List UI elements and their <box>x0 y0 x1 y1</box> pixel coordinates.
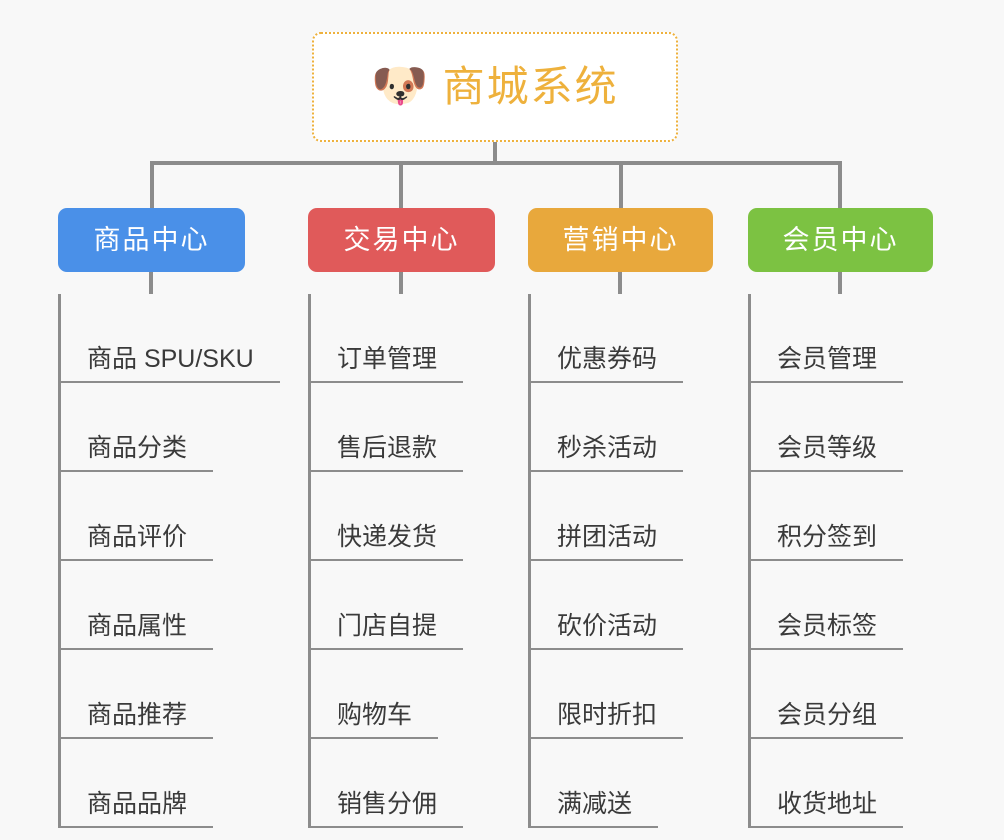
leaf-item-label: 会员标签 <box>777 611 878 640</box>
leaf-item[interactable]: 优惠券码 <box>531 294 713 383</box>
branch-header-label: 交易中心 <box>343 224 460 255</box>
branch-header-label: 会员中心 <box>782 224 899 255</box>
branch-column-交易中心: 交易中心 订单管理 售后退款 快递发货 门店自提 购物车 销售分佣 <box>308 208 495 828</box>
branch-drop-connector-4 <box>838 161 842 209</box>
leaf-item[interactable]: 满减送 <box>531 739 713 828</box>
leaf-item-label: 售后退款 <box>337 433 438 462</box>
branch-header-label: 商品中心 <box>93 224 210 255</box>
leaf-item-label: 优惠券码 <box>557 344 658 373</box>
leaf-item-label: 商品推荐 <box>87 700 188 729</box>
branch-stem-4 <box>838 272 842 294</box>
leaf-item[interactable]: 会员等级 <box>751 383 933 472</box>
branch-header-label: 营销中心 <box>562 224 679 255</box>
branch-header-商品中心[interactable]: 商品中心 <box>58 208 245 272</box>
leaf-item-label: 会员等级 <box>777 433 878 462</box>
leaf-item-label: 拼团活动 <box>557 522 658 551</box>
leaf-item-label: 门店自提 <box>337 611 438 640</box>
leaf-item[interactable]: 订单管理 <box>311 294 495 383</box>
leaf-item[interactable]: 会员管理 <box>751 294 933 383</box>
shiba-dog-icon: 🐶 <box>371 59 429 111</box>
leaf-item[interactable]: 门店自提 <box>311 561 495 650</box>
leaf-list-营销中心: 优惠券码 秒杀活动 拼团活动 砍价活动 限时折扣 满减送 <box>528 294 713 828</box>
leaf-list-会员中心: 会员管理 会员等级 积分签到 会员标签 会员分组 收货地址 <box>748 294 933 828</box>
leaf-item-label: 秒杀活动 <box>557 433 658 462</box>
root-node[interactable]: 🐶 商城系统 <box>312 32 678 142</box>
branch-stem-2 <box>399 272 403 294</box>
root-connector-stem <box>493 142 497 164</box>
leaf-item-label: 快递发货 <box>337 522 438 551</box>
leaf-item-label: 积分签到 <box>777 522 878 551</box>
leaf-item[interactable]: 秒杀活动 <box>531 383 713 472</box>
leaf-item[interactable]: 拼团活动 <box>531 472 713 561</box>
leaf-item-label: 商品品牌 <box>87 789 188 818</box>
branch-header-会员中心[interactable]: 会员中心 <box>748 208 933 272</box>
leaf-item[interactable]: 购物车 <box>311 650 495 739</box>
leaf-item[interactable]: 售后退款 <box>311 383 495 472</box>
leaf-item[interactable]: 会员标签 <box>751 561 933 650</box>
leaf-item[interactable]: 商品属性 <box>61 561 245 650</box>
leaf-item[interactable]: 商品 SPU/SKU <box>61 294 280 383</box>
leaf-item-label: 限时折扣 <box>557 700 658 729</box>
leaf-item-label: 商品 SPU/SKU <box>87 344 254 373</box>
leaf-list-商品中心: 商品 SPU/SKU 商品分类 商品评价 商品属性 商品推荐 商品品牌 <box>58 294 280 828</box>
leaf-item-label: 销售分佣 <box>337 789 438 818</box>
leaf-item[interactable]: 商品推荐 <box>61 650 245 739</box>
branch-drop-connector-3 <box>619 161 623 209</box>
leaf-item-label: 会员管理 <box>777 344 878 373</box>
leaf-item-label: 收货地址 <box>777 789 878 818</box>
leaf-item[interactable]: 砍价活动 <box>531 561 713 650</box>
leaf-item-label: 商品评价 <box>87 522 188 551</box>
leaf-item[interactable]: 商品品牌 <box>61 739 245 828</box>
leaf-item[interactable]: 商品评价 <box>61 472 245 561</box>
branch-stem-3 <box>618 272 622 294</box>
branch-header-交易中心[interactable]: 交易中心 <box>308 208 495 272</box>
leaf-item[interactable]: 限时折扣 <box>531 650 713 739</box>
branch-drop-connector-1 <box>150 161 154 209</box>
leaf-list-交易中心: 订单管理 售后退款 快递发货 门店自提 购物车 销售分佣 <box>308 294 495 828</box>
leaf-item[interactable]: 收货地址 <box>751 739 933 828</box>
leaf-item-label: 商品属性 <box>87 611 188 640</box>
leaf-item-label: 购物车 <box>337 700 413 729</box>
leaf-item-label: 会员分组 <box>777 700 878 729</box>
branch-column-营销中心: 营销中心 优惠券码 秒杀活动 拼团活动 砍价活动 限时折扣 满减送 <box>528 208 713 828</box>
leaf-item-label: 订单管理 <box>337 344 438 373</box>
leaf-item[interactable]: 销售分佣 <box>311 739 495 828</box>
leaf-item[interactable]: 商品分类 <box>61 383 245 472</box>
branch-stem-1 <box>149 272 153 294</box>
root-title: 商城系统 <box>442 63 619 110</box>
leaf-item-label: 满减送 <box>557 789 633 818</box>
leaf-item[interactable]: 会员分组 <box>751 650 933 739</box>
branch-column-会员中心: 会员中心 会员管理 会员等级 积分签到 会员标签 会员分组 收货地址 <box>748 208 933 828</box>
branch-drop-connector-2 <box>399 161 403 209</box>
branch-header-营销中心[interactable]: 营销中心 <box>528 208 713 272</box>
leaf-item[interactable]: 快递发货 <box>311 472 495 561</box>
leaf-item[interactable]: 积分签到 <box>751 472 933 561</box>
leaf-item-label: 砍价活动 <box>557 611 658 640</box>
branch-connector-bus <box>150 161 842 165</box>
branch-column-商品中心: 商品中心 商品 SPU/SKU 商品分类 商品评价 商品属性 商品推荐 商品品牌 <box>58 208 280 828</box>
leaf-item-label: 商品分类 <box>87 433 188 462</box>
